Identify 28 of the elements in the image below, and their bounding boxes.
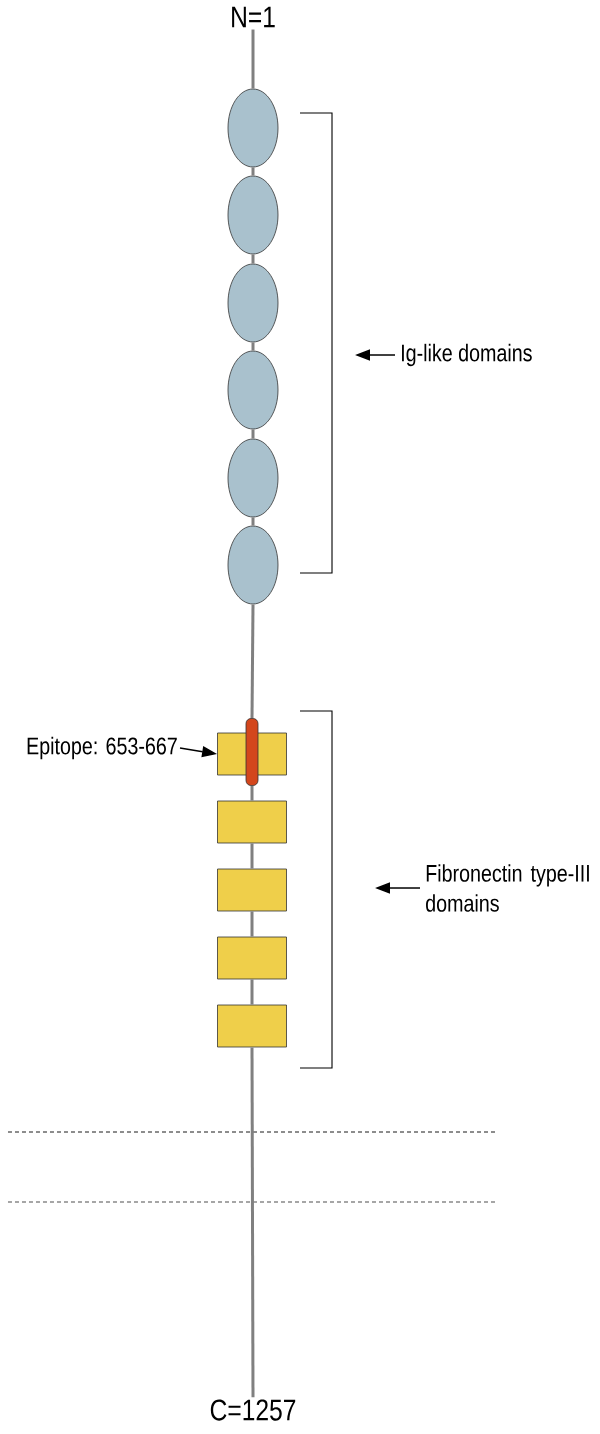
- protein-chain: [251, 254, 255, 264]
- protein-chain: [251, 429, 255, 439]
- domain-oval: [227, 350, 279, 430]
- domain-box: [217, 936, 287, 980]
- domain-oval: [227, 175, 279, 255]
- protein-chain: [250, 785, 254, 801]
- protein-chain: [250, 843, 254, 869]
- epitope-bar: [245, 718, 259, 786]
- protein-chain: [251, 167, 255, 176]
- domain-oval: [227, 88, 279, 168]
- domain-label: Fibronectin type-III domains: [426, 864, 589, 912]
- protein-chain: [250, 1047, 255, 1398]
- terminus-label: N=1: [232, 6, 275, 28]
- epitope-label: Epitope: 653-667: [27, 736, 177, 760]
- domain-oval: [227, 438, 279, 518]
- protein-chain: [250, 604, 255, 719]
- domain-oval: [227, 263, 279, 343]
- protein-chain: [250, 979, 254, 1005]
- protein-chain: [251, 517, 255, 526]
- protein-chain: [251, 342, 255, 351]
- protein-chain: [251, 29, 255, 89]
- protein-chain: [250, 911, 254, 937]
- domain-label: Ig-like domains: [402, 343, 532, 367]
- domain-box: [217, 868, 287, 912]
- domain-box: [217, 1004, 287, 1048]
- terminus-label: C=1257: [210, 1399, 296, 1421]
- domain-oval: [227, 525, 279, 605]
- domain-box: [217, 800, 287, 844]
